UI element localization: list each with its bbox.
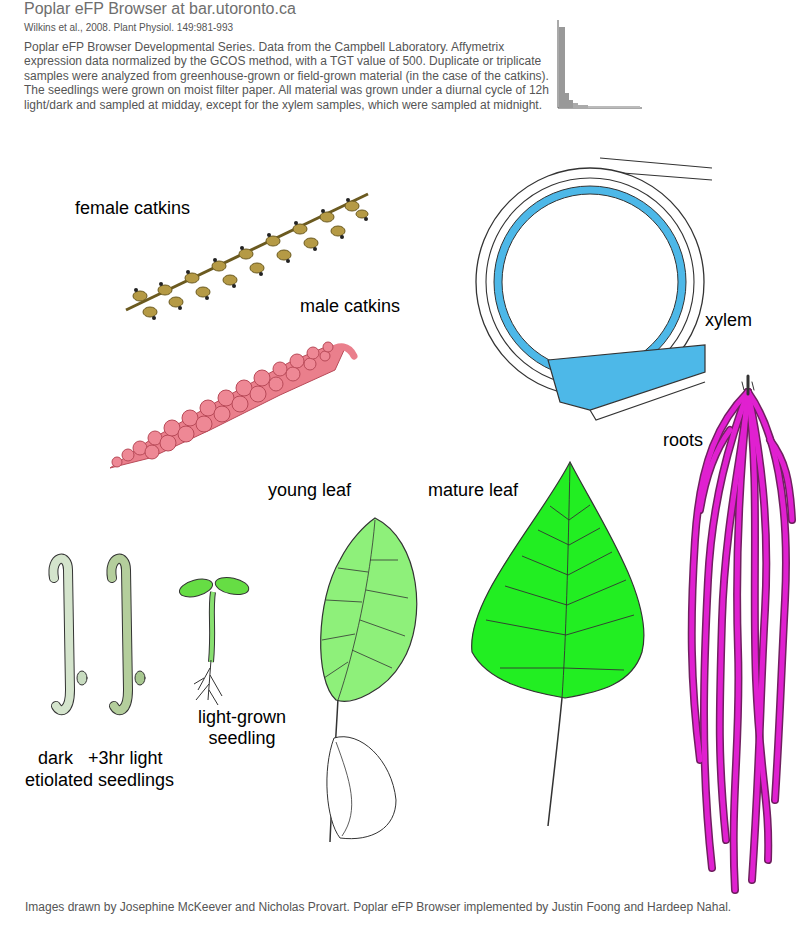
tissue-label: etiolated seedlings — [25, 770, 174, 791]
tissue-label: female catkins — [75, 198, 190, 219]
histogram — [558, 20, 642, 108]
tissue-label: young leaf — [268, 480, 351, 501]
xylem-stem — [476, 158, 712, 420]
description: Poplar eFP Browser Developmental Series.… — [24, 40, 552, 112]
young-leaf — [321, 518, 417, 842]
page-title: Poplar eFP Browser at bar.utoronto.ca — [24, 0, 296, 18]
citation: Wilkins et al., 2008. Plant Physiol. 149… — [24, 22, 233, 34]
tissue-label: +3hr light — [88, 748, 163, 769]
light-grown-seedling — [178, 575, 251, 705]
tissue-label: mature leaf — [428, 480, 518, 501]
mature-leaf — [472, 462, 644, 826]
male-catkin — [110, 342, 354, 468]
tissue-label: xylem — [705, 310, 752, 331]
image-credits: Images drawn by Josephine McKeever and N… — [25, 901, 731, 915]
tissue-label: male catkins — [300, 296, 400, 317]
tissue-label: dark — [38, 748, 73, 769]
tissue-label: roots — [663, 430, 703, 451]
etiolated-seedling — [53, 559, 145, 711]
tissue-label: light-grown seedling — [183, 707, 301, 749]
root-system — [692, 376, 792, 890]
